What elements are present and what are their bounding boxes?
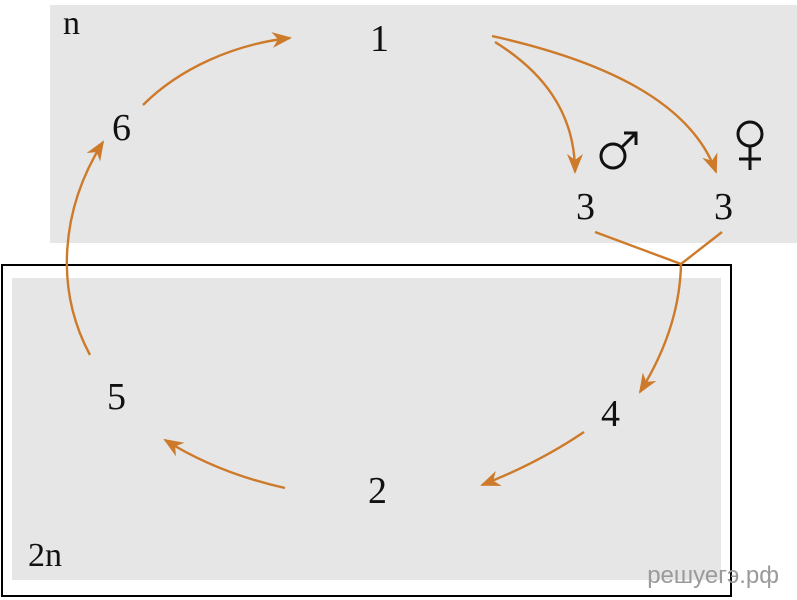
stage-1-label: 1	[370, 18, 389, 60]
arrow-4-to-2	[480, 431, 585, 487]
arrow-1-to-3-male	[494, 40, 583, 174]
arrow-2-to-5	[163, 438, 286, 490]
arrow-5-to-6	[65, 140, 105, 356]
arrow-fusion-to-4	[638, 263, 683, 394]
stage-3-female-label: 3	[714, 186, 733, 228]
stage-6-label: 6	[112, 107, 131, 149]
line-3-male-to-fusion	[594, 230, 682, 266]
ploidy-label-haploid: n	[63, 5, 80, 42]
ploidy-label-diploid: 2n	[28, 537, 62, 574]
female-symbol-icon	[736, 120, 764, 170]
male-symbol-icon	[599, 131, 638, 170]
watermark: решуегэ.рф	[647, 562, 779, 589]
haploid-region	[50, 5, 797, 243]
stage-3-male-label: 3	[576, 186, 595, 228]
stage-5-label: 5	[107, 376, 126, 418]
line-3-female-to-fusion	[680, 231, 723, 265]
stage-4-label: 4	[601, 393, 620, 435]
diploid-frame	[1, 264, 732, 597]
stage-2-label: 2	[368, 470, 387, 512]
arrow-6-to-1	[142, 32, 292, 106]
arrow-1-to-3-female	[491, 34, 718, 174]
diploid-region	[12, 278, 721, 580]
